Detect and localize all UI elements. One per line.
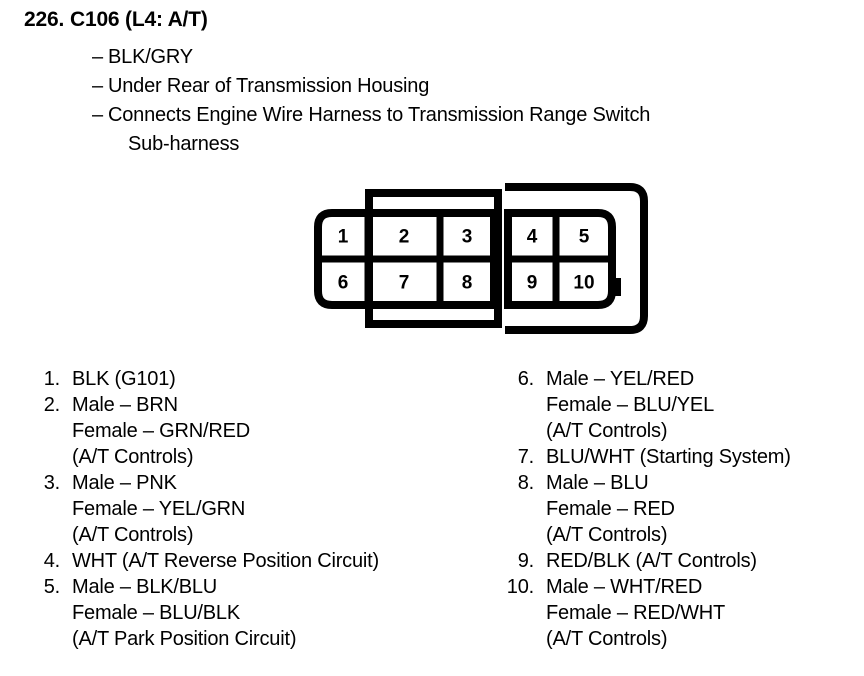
header-bullet-3-text: Connects Engine Wire Harness to Transmis… xyxy=(108,104,651,126)
list-item: 6. Male – YEL/RED Female – BLU/YEL (A/T … xyxy=(496,366,856,444)
connector-diagram: 1 2 3 4 5 6 7 8 9 10 xyxy=(300,175,660,345)
legend-index: 10. xyxy=(506,576,534,598)
list-item: 2. Male – BRN Female – GRN/RED (A/T Cont… xyxy=(22,392,472,470)
header-bullet-1-text: BLK/GRY xyxy=(108,46,193,68)
bullet-dash-icon: – xyxy=(92,104,103,126)
legend-subline: Female – BLU/YEL xyxy=(546,394,714,416)
legend-subline: Female – GRN/RED xyxy=(72,420,250,442)
legend-text: Male – BLK/BLU xyxy=(72,576,218,598)
legend-text: BLK (G101) xyxy=(72,368,176,390)
list-item: 7. BLU/WHT (Starting System) xyxy=(496,444,856,470)
legend-index: 2. xyxy=(43,394,60,416)
list-item: 3. Male – PNK Female – YEL/GRN (A/T Cont… xyxy=(22,470,472,548)
legend-index: 9. xyxy=(517,550,534,572)
legend-text: Male – YEL/RED xyxy=(546,368,695,390)
legend-subline: (A/T Controls) xyxy=(546,628,668,650)
page-title: 226.C106 (L4: A/T) xyxy=(24,8,208,32)
left-pin-block-outline xyxy=(314,209,498,309)
pin-number-6: 6 xyxy=(338,273,349,294)
header-bullet-2-text: Under Rear of Transmission Housing xyxy=(108,75,430,97)
legend-text: Male – BLU xyxy=(546,472,649,494)
legend-subline: Female – RED/WHT xyxy=(546,602,726,624)
header-bullet-3: –Connects Engine Wire Harness to Transmi… xyxy=(92,104,650,127)
legend-index: 8. xyxy=(517,472,534,494)
page-title-number: 226. xyxy=(24,8,65,31)
pin-legend-right-column: 6. Male – YEL/RED Female – BLU/YEL (A/T … xyxy=(496,366,856,652)
legend-text: Male – PNK xyxy=(72,472,177,494)
list-item: 9. RED/BLK (A/T Controls) xyxy=(496,548,856,574)
legend-subline: (A/T Park Position Circuit) xyxy=(72,628,297,650)
list-item: 8. Male – BLU Female – RED (A/T Controls… xyxy=(496,470,856,548)
legend-text: RED/BLK (A/T Controls) xyxy=(546,550,757,572)
legend-text: WHT (A/T Reverse Position Circuit) xyxy=(72,550,379,572)
pin-number-10: 10 xyxy=(573,273,594,294)
bullet-dash-icon: – xyxy=(92,46,103,68)
page-title-text: C106 (L4: A/T) xyxy=(70,8,208,31)
legend-text: BLU/WHT (Starting System) xyxy=(546,446,791,468)
legend-index: 1. xyxy=(43,368,60,390)
pin-number-1: 1 xyxy=(338,227,349,248)
pin-number-2: 2 xyxy=(399,227,410,248)
list-item: 1. BLK (G101) xyxy=(22,366,472,392)
header-bullet-2: –Under Rear of Transmission Housing xyxy=(92,75,429,98)
list-item: 10. Male – WHT/RED Female – RED/WHT (A/T… xyxy=(496,574,856,652)
legend-subline: (A/T Controls) xyxy=(72,524,194,546)
legend-subline: (A/T Controls) xyxy=(72,446,194,468)
latch-tab-icon xyxy=(609,278,621,296)
pin-number-4: 4 xyxy=(527,227,538,248)
list-item: 5. Male – BLK/BLU Female – BLU/BLK (A/T … xyxy=(22,574,472,652)
legend-index: 7. xyxy=(517,446,534,468)
header-bullet-1: –BLK/GRY xyxy=(92,46,193,69)
legend-index: 6. xyxy=(517,368,534,390)
pin-legend-left-column: 1. BLK (G101) 2. Male – BRN Female – GRN… xyxy=(22,366,472,652)
pin-number-3: 3 xyxy=(462,227,473,248)
pin-number-7: 7 xyxy=(399,273,410,294)
pin-number-8: 8 xyxy=(462,273,473,294)
pin-number-5: 5 xyxy=(579,227,590,248)
header-bullet-3-continuation: Sub-harness xyxy=(128,133,240,155)
legend-text: Male – WHT/RED xyxy=(546,576,703,598)
list-item: 4. WHT (A/T Reverse Position Circuit) xyxy=(22,548,472,574)
legend-subline: Female – YEL/GRN xyxy=(72,498,246,520)
legend-subline: (A/T Controls) xyxy=(546,524,668,546)
right-shell-outline xyxy=(505,183,648,334)
legend-index: 4. xyxy=(43,550,60,572)
bullet-dash-icon: – xyxy=(92,75,103,97)
connector-svg: 1 2 3 4 5 6 7 8 9 10 xyxy=(314,183,648,334)
legend-index: 3. xyxy=(43,472,60,494)
legend-index: 5. xyxy=(43,576,60,598)
legend-subline: Female – RED xyxy=(546,498,675,520)
pin-number-9: 9 xyxy=(527,273,538,294)
legend-text: Male – BRN xyxy=(72,394,178,416)
legend-subline: Female – BLU/BLK xyxy=(72,602,240,624)
legend-subline: (A/T Controls) xyxy=(546,420,668,442)
